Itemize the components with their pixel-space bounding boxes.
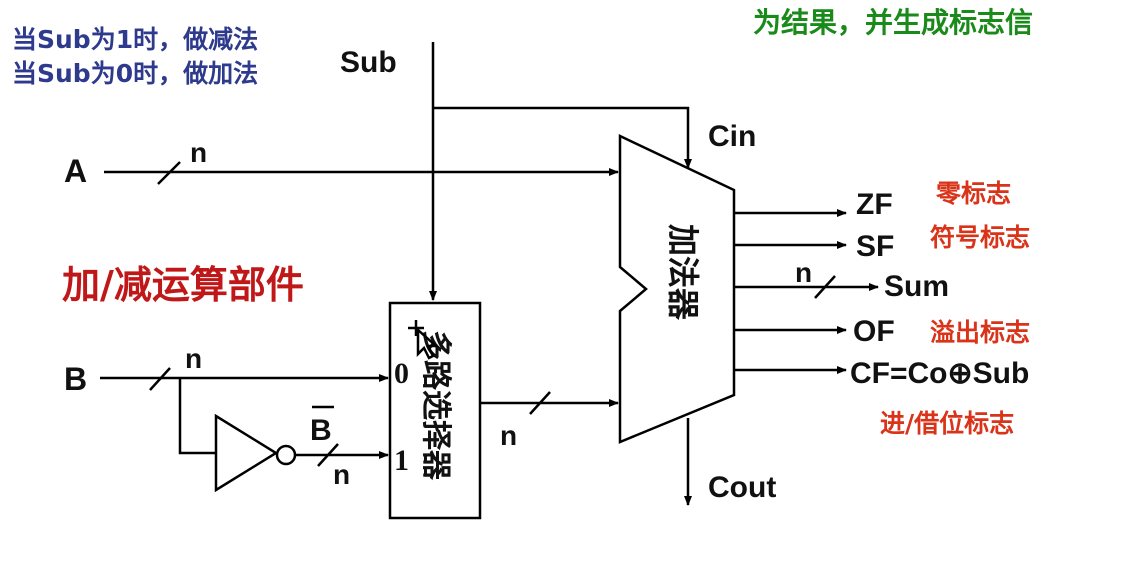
label-cout: Cout — [708, 471, 776, 504]
note-sub-one: 当Sub为1时，做减法 — [12, 25, 258, 54]
label-a: A — [64, 153, 87, 189]
bus-slash-mux — [529, 391, 551, 415]
flag-sign-label: 符号标志 — [930, 223, 1030, 252]
adder-block — [618, 134, 736, 444]
label-zf: ZF — [856, 188, 893, 221]
multiplexer-block — [388, 301, 482, 520]
label-of: OF — [853, 315, 895, 348]
label-cin: Cin — [708, 120, 756, 153]
label-cf: CF=Co⊕Sub — [850, 357, 1029, 390]
mux-input-1: 1 — [394, 444, 409, 477]
mux-input-0: 0 — [394, 357, 409, 390]
bus-slash-sum — [814, 275, 836, 299]
width-mux-out: n — [500, 420, 517, 451]
width-b: n — [185, 343, 202, 374]
width-sum: n — [795, 257, 812, 288]
flag-overflow-label: 溢出标志 — [930, 318, 1030, 347]
component-title: 加/减运算部件 — [62, 263, 304, 307]
note-sub-zero: 当Sub为0时，做加法 — [12, 59, 258, 88]
wire-b-to-inverter — [178, 378, 216, 455]
mouse-cursor-icon — [408, 320, 440, 360]
flag-carry-label: 进/借位标志 — [880, 409, 1014, 438]
bus-slash-bbar — [317, 443, 339, 467]
label-sf: SF — [856, 230, 894, 263]
adder-label: 加法器 — [664, 224, 702, 321]
flag-zero-label: 零标志 — [935, 179, 1011, 208]
label-b-bar: B — [310, 414, 332, 447]
inverter-bubble — [275, 444, 297, 466]
label-sub: Sub — [340, 46, 397, 79]
note-top-right: 为结果，并生成标志信 — [753, 6, 1033, 39]
inverter-gate — [214, 413, 279, 493]
width-b-bar: n — [333, 459, 350, 490]
wire-sub-to-cin — [433, 106, 692, 169]
width-a: n — [190, 137, 207, 168]
label-sum: Sum — [884, 270, 949, 303]
bus-slash-b — [149, 367, 171, 391]
bus-slash-a — [157, 161, 181, 185]
label-b: B — [64, 361, 87, 397]
mux-label: 多路选择器 — [418, 330, 453, 481]
